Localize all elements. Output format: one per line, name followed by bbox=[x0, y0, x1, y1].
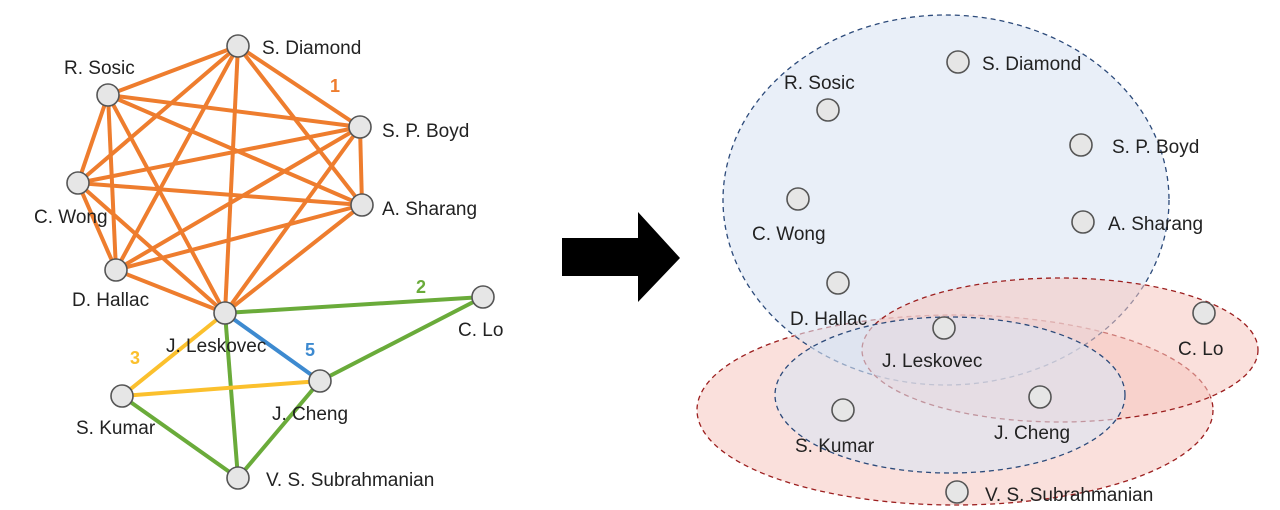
right-arrow-icon bbox=[562, 212, 680, 302]
right-node bbox=[816, 98, 840, 122]
left-node-label: S. P. Boyd bbox=[382, 121, 469, 142]
left-node bbox=[226, 466, 250, 490]
edge-yellow bbox=[121, 379, 321, 398]
left-node-label: D. Hallac bbox=[72, 290, 149, 311]
edge-green bbox=[236, 379, 322, 480]
right-node-label: J. Leskovec bbox=[882, 351, 982, 372]
left-node-label: R. Sosic bbox=[64, 58, 135, 79]
edge-blue bbox=[223, 311, 322, 383]
left-node-label: S. Kumar bbox=[76, 418, 156, 439]
right-node bbox=[786, 187, 810, 211]
community-labels: 1 2 3 5 bbox=[130, 76, 426, 368]
community-label-5: 5 bbox=[305, 340, 315, 360]
left-node bbox=[104, 258, 128, 282]
edge-orange bbox=[236, 44, 362, 129]
left-node-label: V. S. Subrahmanian bbox=[266, 470, 434, 491]
left-node-label: J. Cheng bbox=[272, 404, 348, 425]
community-label-2: 2 bbox=[416, 277, 426, 297]
left-node bbox=[350, 193, 374, 217]
community-ellipses bbox=[696, 14, 1259, 506]
edge-orange bbox=[76, 181, 227, 315]
right-node bbox=[826, 271, 850, 295]
edge-orange bbox=[106, 94, 118, 271]
right-node bbox=[1071, 210, 1095, 234]
left-node bbox=[213, 301, 237, 325]
left-node-label: C. Wong bbox=[34, 207, 108, 228]
right-node-label: S. Kumar bbox=[795, 436, 875, 457]
edge-orange bbox=[77, 181, 363, 207]
edge-green bbox=[224, 295, 484, 315]
left-graph-nodes: S. Diamond R. Sosic S. P. Boyd C. Wong A. Sh… bbox=[34, 34, 503, 491]
right-node-label: J. Cheng bbox=[994, 423, 1070, 444]
edge-orange bbox=[115, 268, 226, 315]
right-graph-nodes: S. Diamond R. Sosic S. P. Boyd C. Wong A. Sh… bbox=[752, 50, 1223, 506]
edge-orange bbox=[358, 126, 364, 206]
edge-green bbox=[120, 394, 240, 480]
community-label-3: 3 bbox=[130, 348, 140, 368]
edge-orange bbox=[223, 203, 364, 315]
left-node bbox=[66, 171, 90, 195]
right-node bbox=[1069, 133, 1093, 157]
right-node bbox=[945, 480, 969, 504]
left-node bbox=[348, 115, 372, 139]
edge-orange bbox=[106, 94, 227, 314]
left-node-label: S. Diamond bbox=[262, 38, 361, 59]
edge-orange bbox=[76, 182, 118, 271]
edge-green bbox=[319, 295, 484, 383]
edge-orange bbox=[114, 125, 362, 272]
right-node bbox=[1028, 385, 1052, 409]
left-node bbox=[226, 34, 250, 58]
left-graph-edges bbox=[76, 44, 484, 480]
edge-orange bbox=[223, 45, 240, 314]
left-node bbox=[110, 384, 134, 408]
edge-orange bbox=[77, 125, 361, 185]
right-node bbox=[932, 316, 956, 340]
left-node-label: A. Sharang bbox=[382, 199, 477, 220]
right-node bbox=[946, 50, 970, 74]
edge-orange bbox=[76, 94, 110, 184]
edge-orange bbox=[107, 93, 361, 129]
edge-yellow bbox=[120, 311, 227, 398]
right-node bbox=[831, 398, 855, 422]
right-node-label: D. Hallac bbox=[790, 309, 867, 330]
left-node bbox=[471, 285, 495, 309]
community-label-1: 1 bbox=[330, 76, 340, 96]
community-ellipse-blue bbox=[774, 316, 1126, 474]
left-node-label: J. Leskovec bbox=[166, 336, 266, 357]
edge-orange bbox=[115, 203, 363, 272]
left-node-label: C. Lo bbox=[458, 320, 503, 341]
edge-orange bbox=[223, 125, 362, 315]
right-node-label: S. Diamond bbox=[982, 54, 1081, 75]
edge-orange bbox=[236, 44, 364, 207]
right-node-label: A. Sharang bbox=[1108, 214, 1203, 235]
right-node-label: C. Lo bbox=[1178, 339, 1223, 360]
edge-green bbox=[223, 312, 240, 479]
edge-orange bbox=[107, 44, 239, 97]
right-node-label: C. Wong bbox=[752, 224, 826, 245]
right-node-label: V. S. Subrahmanian bbox=[985, 485, 1153, 506]
left-node bbox=[308, 369, 332, 393]
right-node bbox=[1192, 301, 1216, 325]
left-node bbox=[96, 83, 120, 107]
right-node-label: R. Sosic bbox=[784, 73, 855, 94]
right-node-label: S. P. Boyd bbox=[1112, 137, 1199, 158]
